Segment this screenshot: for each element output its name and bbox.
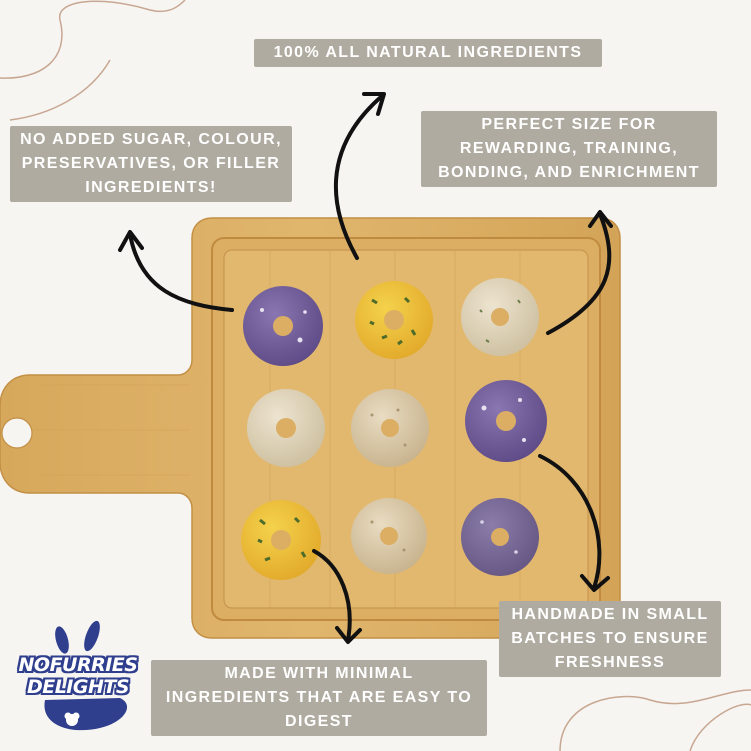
treat-cream [247, 389, 325, 467]
brand-logo: NOFURRIES DELIGHTS [14, 628, 138, 728]
arrow-to-handmade [538, 454, 610, 592]
label-line: NO ADDED SUGAR, COLOUR, [20, 131, 282, 148]
treat-cream-herb [461, 278, 539, 356]
label-line: BATCHES TO ENSURE [511, 630, 709, 647]
arrow-to-size [546, 210, 613, 335]
label-line: INGREDIENTS THAT ARE EASY TO [165, 689, 473, 706]
label-line: BONDING, AND ENRICHMENT [438, 164, 700, 181]
treat-purple [243, 286, 323, 366]
label-all-natural: 100% ALL NATURAL INGREDIENTS [254, 39, 602, 67]
logo-text-line2: DELIGHTS [26, 676, 130, 698]
label-line: MADE WITH MINIMAL [224, 665, 414, 682]
label-line: REWARDING, TRAINING, [459, 140, 679, 157]
treat-oat [351, 389, 429, 467]
treat-purple-light [461, 498, 539, 576]
label-line: 100% ALL NATURAL INGREDIENTS [273, 44, 583, 61]
label-perfect-size: PERFECT SIZE FOR REWARDING, TRAINING, BO… [421, 111, 717, 187]
label-line: DIGEST [285, 713, 353, 730]
treat-yellow-herb [355, 281, 433, 359]
logo-bunny-icon [44, 620, 128, 731]
label-line: HANDMADE IN SMALL [511, 606, 709, 623]
label-line: INGREDIENTS! [85, 179, 217, 196]
label-handmade: HANDMADE IN SMALL BATCHES TO ENSURE FRES… [499, 601, 721, 677]
treat-purple [465, 380, 547, 462]
label-line: PERFECT SIZE FOR [481, 116, 657, 133]
arrow-to-minimal [312, 549, 362, 644]
arrow-to-natural [333, 92, 386, 260]
logo-text-line1: NOFURRIES [18, 654, 138, 676]
treat-oat [351, 498, 427, 574]
label-line: PRESERVATIVES, OR FILLER [21, 155, 281, 172]
label-line: FRESHNESS [554, 654, 666, 671]
treat-yellow-herb [241, 500, 321, 580]
callout-arrows [118, 92, 613, 644]
label-minimal-ingredients: MADE WITH MINIMAL INGREDIENTS THAT ARE E… [151, 660, 487, 736]
arrow-to-no-sugar [118, 230, 234, 312]
label-no-added-sugar: NO ADDED SUGAR, COLOUR, PRESERVATIVES, O… [10, 126, 292, 202]
treat-grid [241, 278, 547, 580]
